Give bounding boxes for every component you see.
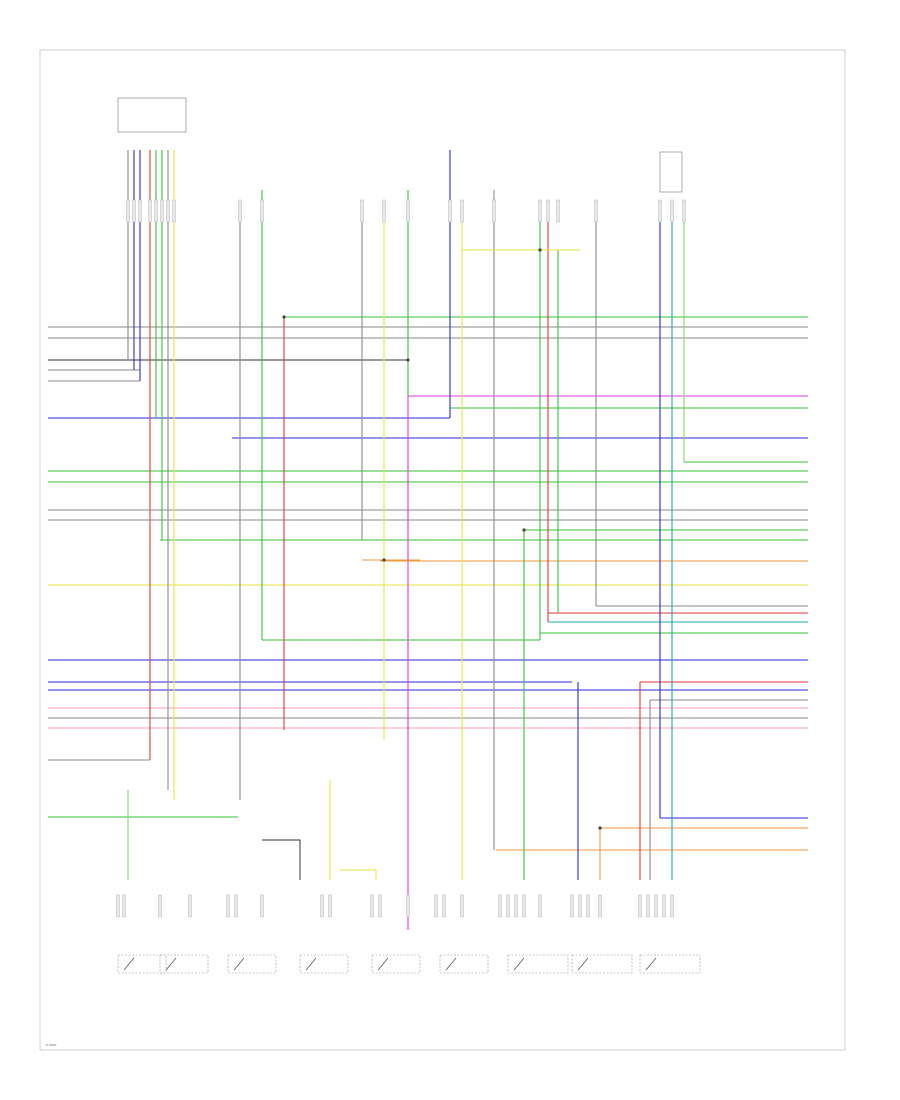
connector-pin — [670, 894, 674, 918]
components-group — [116, 199, 701, 974]
splice-dot — [538, 248, 542, 252]
connector-pin — [514, 894, 518, 918]
connector-pin — [260, 894, 264, 918]
diagram-frame — [39, 49, 846, 1051]
connector-pin — [586, 894, 590, 918]
connector-pin — [132, 199, 136, 223]
component-outline — [371, 954, 421, 974]
connector-pin — [646, 894, 650, 918]
splice-dot — [598, 826, 602, 830]
component-switch — [233, 957, 245, 971]
right-module-box — [659, 151, 683, 193]
component-switch — [445, 957, 457, 971]
connector-pin — [598, 894, 602, 918]
connector-pin — [166, 199, 170, 223]
connector-pin — [382, 199, 386, 223]
component-switch — [377, 957, 389, 971]
bent-wire-yellow-2 — [340, 869, 377, 880]
connector-pin — [234, 894, 238, 918]
connector-pin — [406, 199, 410, 223]
bent-wire-black — [262, 839, 301, 880]
connector-pin — [406, 894, 410, 918]
component-outline — [571, 954, 633, 974]
connector-pin — [148, 199, 152, 223]
connector-pin — [546, 199, 550, 223]
connector-pin — [378, 894, 382, 918]
connector-pin — [360, 199, 364, 223]
connector-pin — [638, 894, 642, 918]
connector-pin — [154, 199, 158, 223]
connector-pin — [226, 894, 230, 918]
component-outline — [299, 954, 349, 974]
wires-group — [48, 150, 808, 930]
splice-dot — [382, 558, 386, 562]
connector-pin — [538, 894, 542, 918]
connector-pin — [570, 894, 574, 918]
component-outline — [439, 954, 489, 974]
connector-pin — [122, 894, 126, 918]
component-switch — [645, 957, 657, 971]
connector-pin — [320, 894, 324, 918]
connector-pin — [172, 199, 176, 223]
connector-pin — [498, 894, 502, 918]
connector-pin — [116, 894, 120, 918]
connector-pin — [126, 199, 130, 223]
connector-pin — [556, 199, 560, 223]
connector-pin — [442, 894, 446, 918]
connector-pin — [460, 199, 464, 223]
connector-pin — [448, 199, 452, 223]
component-outline — [227, 954, 277, 974]
connector-pin — [138, 199, 142, 223]
connector-pin — [682, 199, 686, 223]
connector-pin — [506, 894, 510, 918]
connector-pin — [328, 894, 332, 918]
connector-pin — [260, 199, 264, 223]
connector-pin — [578, 894, 582, 918]
component-outline — [117, 954, 167, 974]
top-module-box — [117, 97, 187, 133]
component-switch — [123, 957, 135, 971]
connector-pin — [460, 894, 464, 918]
connector-pin — [538, 199, 542, 223]
diagram-code: P-0000 — [46, 1043, 57, 1047]
component-switch — [165, 957, 177, 971]
splice-dot — [406, 358, 410, 362]
connector-pin — [238, 199, 242, 223]
connector-pin — [370, 894, 374, 918]
splice-dot — [282, 315, 286, 319]
component-outline — [639, 954, 701, 974]
connector-pin — [662, 894, 666, 918]
component-switch — [513, 957, 525, 971]
connector-pin — [654, 894, 658, 918]
component-outline — [159, 954, 209, 974]
connector-pin — [594, 199, 598, 223]
connector-pin — [658, 199, 662, 223]
component-switch — [305, 957, 317, 971]
connector-pin — [434, 894, 438, 918]
splice-dot — [522, 528, 526, 532]
connector-pin — [160, 199, 164, 223]
component-switch — [577, 957, 589, 971]
connector-pin — [670, 199, 674, 223]
connector-pin — [492, 199, 496, 223]
component-outline — [507, 954, 569, 974]
connector-pin — [158, 894, 162, 918]
connector-pin — [522, 894, 526, 918]
connector-pin — [188, 894, 192, 918]
